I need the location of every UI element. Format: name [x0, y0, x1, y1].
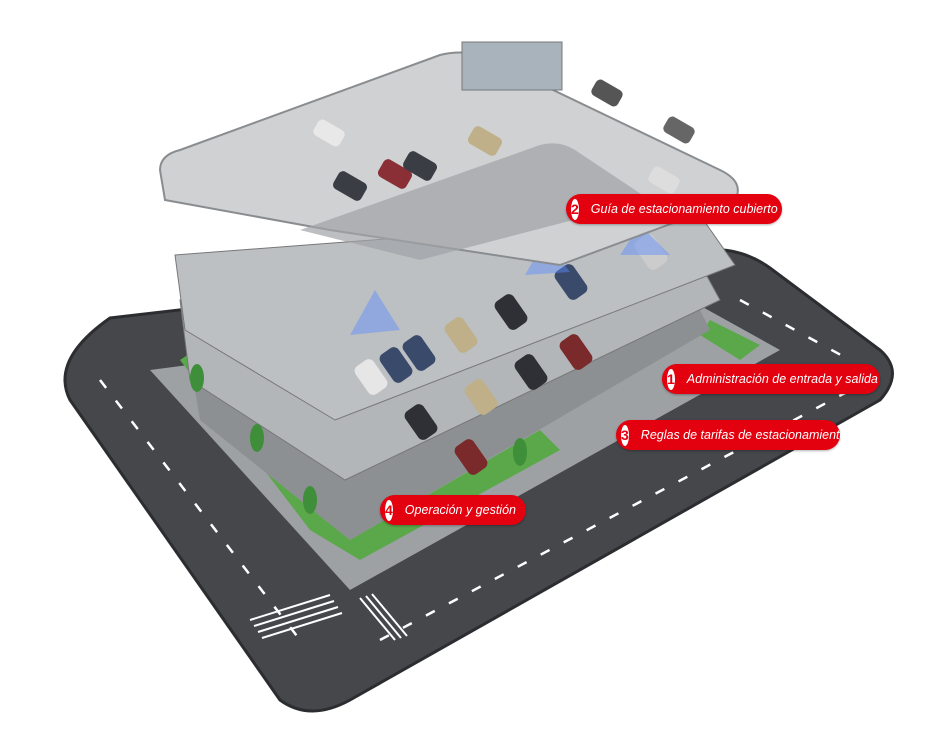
callout-label: Operación y gestión [404, 503, 516, 517]
crosswalk [249, 593, 408, 641]
cars-roof [313, 79, 695, 201]
callout-label: Guía de estacionamiento cubierto [590, 202, 778, 216]
callout-number: 3 [621, 424, 629, 446]
lane-markings [99, 298, 861, 642]
callout-number: 2 [571, 198, 579, 220]
stair-tower [461, 41, 563, 91]
callout-indoor-parking-guidance[interactable]: 2 Guía de estacionamiento cubierto [566, 194, 782, 224]
callout-parking-fee-rules[interactable]: 3 Reglas de tarifas de estacionamiento [616, 420, 846, 450]
callout-operation-management[interactable]: 4 Operación y gestión [380, 495, 526, 525]
callout-number: 4 [385, 499, 393, 521]
callout-number: 1 [667, 368, 675, 390]
roof-opening [300, 143, 650, 260]
grass-strip-right [700, 320, 760, 360]
callout-label: Reglas de tarifas de estacionamiento [640, 428, 847, 442]
trees [190, 364, 527, 514]
cars-lower [354, 234, 668, 475]
callout-entry-exit-management[interactable]: 1 Administración de entrada y salida [662, 364, 880, 394]
callout-label: Administración de entrada y salida [686, 372, 878, 386]
